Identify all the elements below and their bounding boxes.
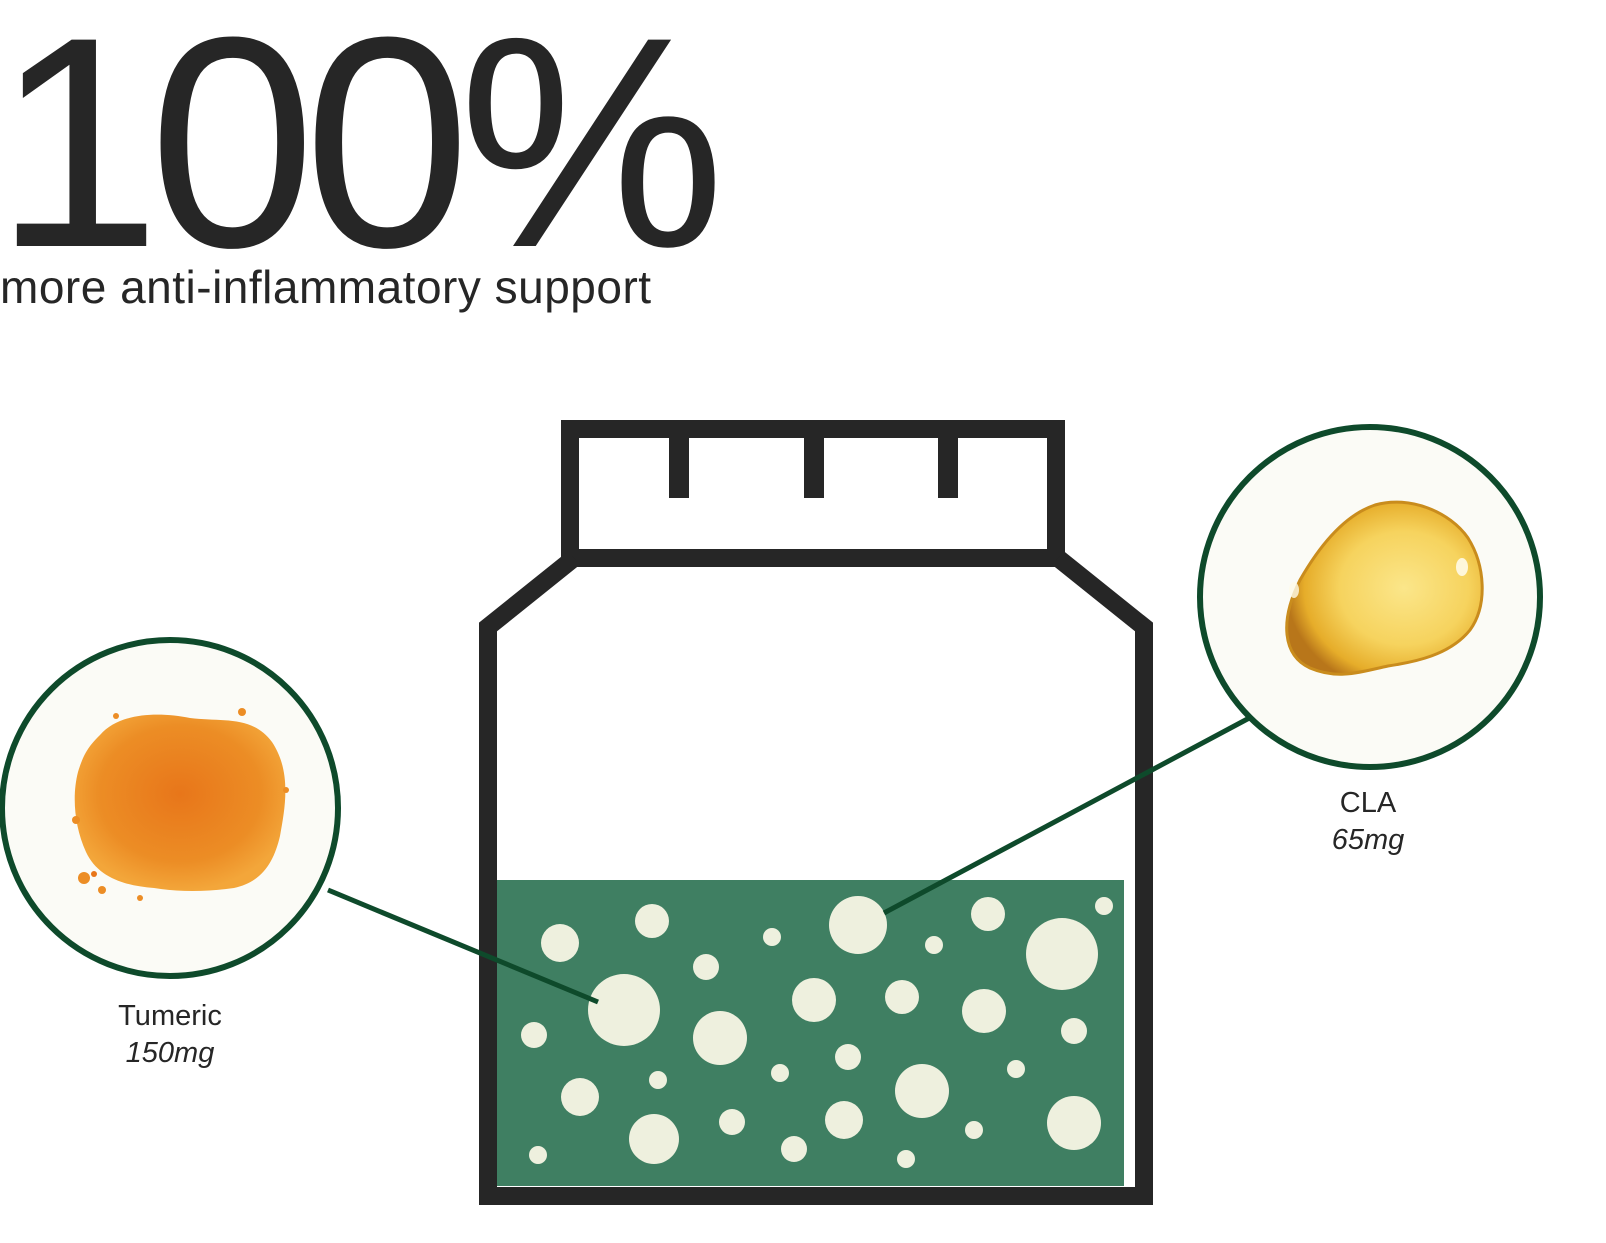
tumeric-image-circle	[0, 637, 341, 979]
tumeric-name: Tumeric	[118, 1000, 222, 1032]
headline-percent: 100%	[0, 0, 725, 310]
turmeric-powder-icon	[72, 708, 289, 901]
connector-line-tumeric	[327, 887, 599, 1005]
cla-label: CLA 65mg	[1268, 785, 1468, 859]
cla-image-circle	[1197, 424, 1543, 770]
jar-lid-ribs	[669, 438, 958, 498]
connector-line-cla	[882, 705, 1270, 916]
jar-liquid	[496, 880, 1124, 1186]
jar-outline	[479, 420, 1153, 1205]
jar-bubbles	[521, 896, 1113, 1168]
headline-subtitle: more anti-inflammatory support	[0, 261, 652, 313]
cla-oil-drop-icon	[1285, 500, 1484, 676]
tumeric-label: Tumeric 150mg	[70, 998, 270, 1072]
tumeric-dose: 150mg	[125, 1037, 215, 1069]
cla-name: CLA	[1339, 787, 1397, 819]
cla-dose: 65mg	[1331, 824, 1405, 856]
